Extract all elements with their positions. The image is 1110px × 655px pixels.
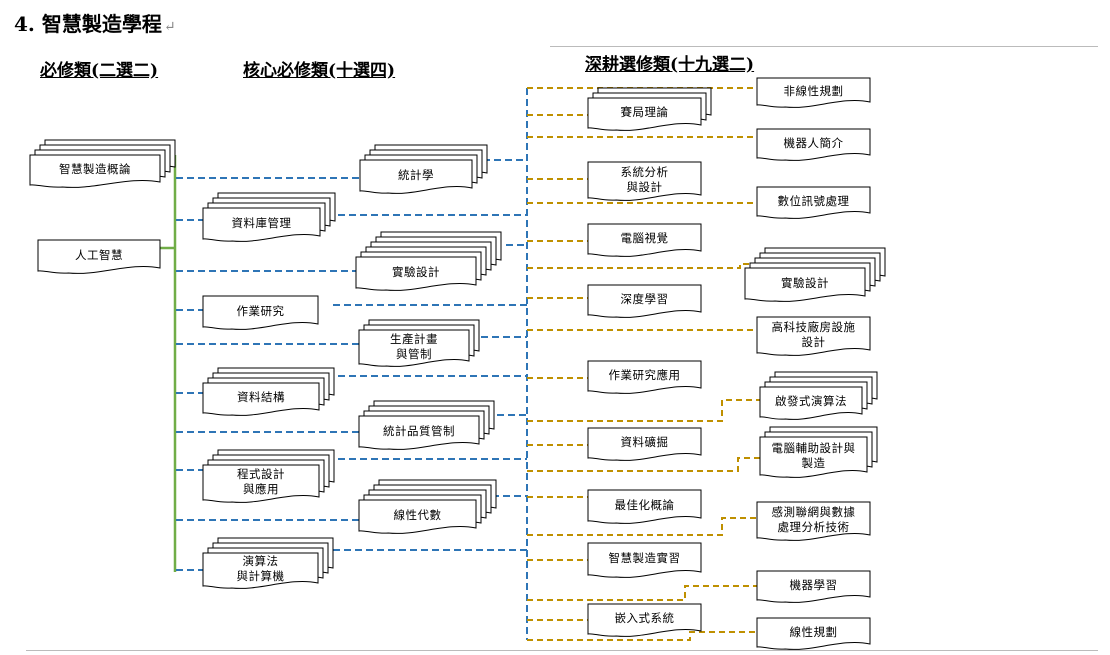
box-layer bbox=[202, 382, 320, 416]
core-c7-box bbox=[358, 400, 495, 450]
box-layer bbox=[756, 501, 871, 541]
elective-m3-box bbox=[587, 223, 702, 257]
box-layer bbox=[37, 239, 161, 274]
core-c2-box bbox=[202, 192, 336, 242]
box-layer bbox=[587, 360, 702, 394]
core-c10-box bbox=[202, 537, 334, 589]
required-r1-box bbox=[29, 139, 176, 188]
page-title: 4. 智慧製造學程↵ bbox=[14, 8, 176, 37]
elective-e10-box bbox=[756, 617, 871, 650]
box-layer bbox=[358, 329, 470, 367]
elective-m6-box bbox=[587, 427, 702, 461]
core-c9-box bbox=[358, 479, 497, 534]
box-layer bbox=[756, 316, 871, 356]
box-layer bbox=[756, 77, 871, 108]
box-layer bbox=[355, 256, 477, 291]
elective-m4-box bbox=[587, 284, 702, 318]
box-layer bbox=[202, 464, 320, 503]
elective-m5-box bbox=[587, 360, 702, 394]
core-c4-box bbox=[202, 295, 319, 330]
header-core: 核心必修類(十選四) bbox=[243, 61, 396, 81]
box-layer bbox=[759, 436, 868, 478]
elective-m9-box bbox=[587, 603, 702, 637]
box-layer bbox=[587, 427, 702, 461]
link-e9 bbox=[527, 585, 757, 601]
box-layer bbox=[202, 207, 321, 242]
box-layer bbox=[587, 161, 702, 201]
elective-m8-box bbox=[587, 542, 702, 578]
header-elective: 深耕選修類(十九選二) bbox=[585, 55, 755, 75]
box-layer bbox=[756, 570, 871, 603]
elective-e8-box bbox=[756, 501, 871, 541]
link-e8 bbox=[527, 517, 757, 536]
elective-e2-box bbox=[756, 128, 871, 161]
required-r2-box bbox=[37, 239, 161, 274]
elective-e5-box bbox=[756, 316, 871, 356]
box-layer bbox=[756, 186, 871, 219]
box-layer bbox=[358, 499, 477, 534]
elective-m7-box bbox=[587, 489, 702, 524]
link-e7 bbox=[527, 457, 760, 472]
page-title-text: 4. 智慧製造學程 bbox=[14, 12, 162, 36]
box-layer bbox=[756, 128, 871, 161]
box-layer bbox=[587, 284, 702, 318]
box-layer bbox=[587, 97, 702, 131]
box-layer bbox=[587, 489, 702, 524]
link-e10 bbox=[527, 631, 757, 641]
box-layer bbox=[587, 603, 702, 637]
elective-e9-box bbox=[756, 570, 871, 603]
elective-e7-box bbox=[759, 426, 878, 478]
core-c3-box bbox=[355, 231, 502, 291]
bottom-divider bbox=[26, 650, 1098, 651]
core-c8-box bbox=[202, 449, 335, 503]
elective-e3-box bbox=[756, 186, 871, 219]
core-c6-box bbox=[202, 367, 335, 416]
header-required: 必修類(二選二) bbox=[40, 61, 159, 81]
core-c5-box bbox=[358, 319, 480, 367]
box-layer bbox=[202, 295, 319, 330]
top-divider bbox=[550, 46, 1098, 47]
box-layer bbox=[744, 267, 866, 302]
core-c1-box bbox=[359, 144, 488, 194]
elective-m2-box bbox=[587, 161, 702, 201]
box-layer bbox=[359, 159, 473, 194]
box-layer bbox=[587, 542, 702, 578]
box-layer bbox=[202, 552, 319, 589]
box-layer bbox=[29, 154, 161, 188]
link-e4 bbox=[527, 263, 757, 269]
box-layer bbox=[756, 617, 871, 650]
elective-e6-box bbox=[759, 371, 878, 420]
elective-e4-box bbox=[744, 247, 886, 302]
link-e6 bbox=[527, 399, 760, 422]
elective-m1-box bbox=[587, 87, 712, 131]
return-mark-icon: ↵ bbox=[163, 19, 176, 35]
elective-e1-box bbox=[756, 77, 871, 108]
box-layer bbox=[759, 386, 863, 420]
box-layer bbox=[358, 415, 480, 450]
box-layer bbox=[587, 223, 702, 257]
